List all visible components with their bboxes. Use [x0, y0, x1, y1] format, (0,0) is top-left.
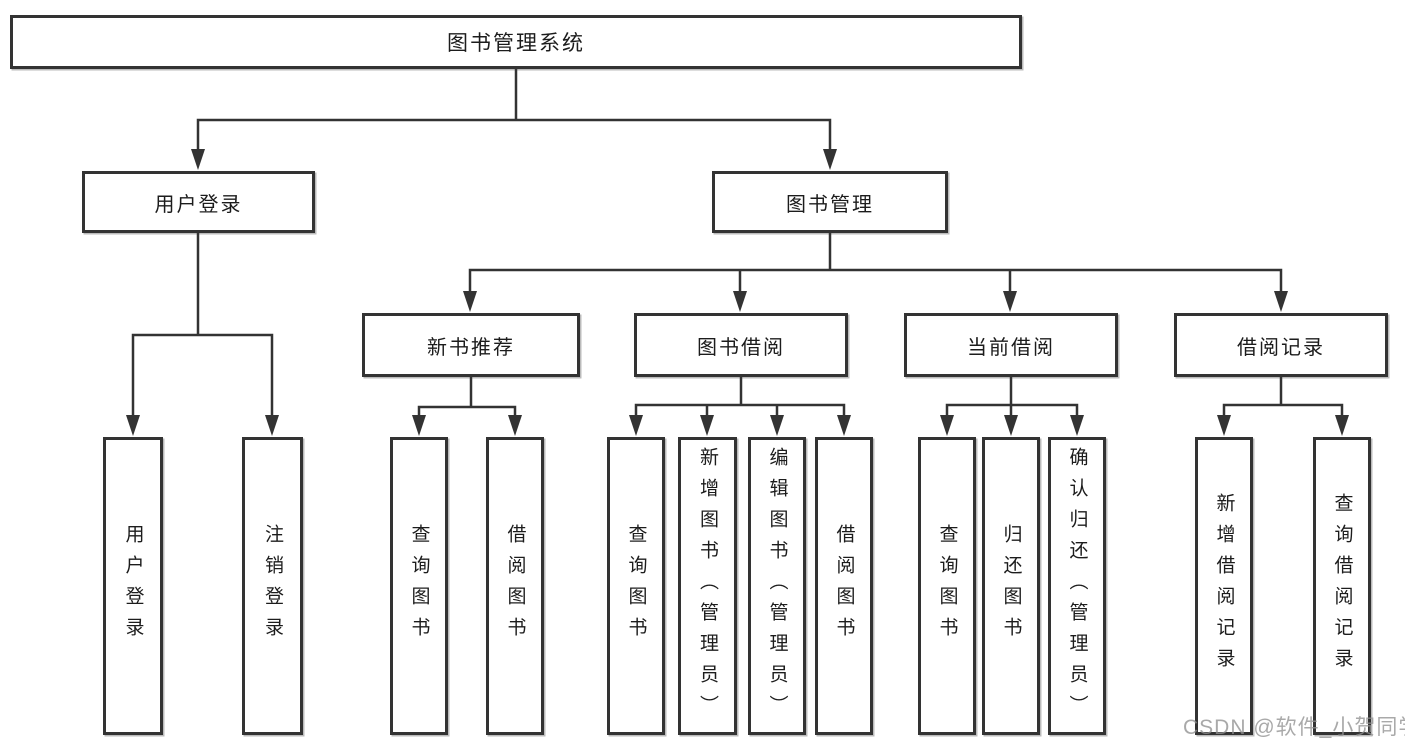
node-label: 用户登录 [154, 193, 243, 216]
node-label: 借阅图书 [833, 524, 855, 648]
leaf-query-books-borrow: 查询图书 [607, 437, 665, 735]
csdn-watermark: CSDN @软件_小贺同学 [1183, 716, 1405, 739]
node-label: 查询图书 [625, 524, 647, 648]
node-label: 新增图书（管理员） [697, 446, 718, 726]
node-label: 注销登录 [262, 524, 283, 648]
leaf-query-books-current: 查询图书 [918, 437, 976, 735]
node-label: 借阅图书 [504, 524, 526, 648]
node-label: 查询借阅记录 [1331, 493, 1353, 679]
leaf-borrow-books: 借阅图书 [815, 437, 873, 735]
node-label: 图书借阅 [697, 336, 785, 359]
leaf-confirm-return-admin: 确认归还（管理员） [1048, 437, 1106, 735]
node-label: 当前借阅 [967, 336, 1055, 359]
node-library-management-system: 图书管理系统 [10, 15, 1022, 69]
node-label: 用户登录 [122, 524, 144, 648]
node-label: 编辑图书（管理员） [766, 446, 788, 726]
node-label: 借阅记录 [1237, 336, 1325, 359]
node-label: 图书管理 [786, 193, 874, 216]
node-label: 图书管理系统 [447, 32, 585, 55]
leaf-borrow-books-recommend: 借阅图书 [486, 437, 544, 735]
node-label: 新书推荐 [427, 336, 515, 359]
leaf-return-book: 归还图书 [982, 437, 1040, 735]
node-user-login: 用户登录 [82, 171, 315, 233]
node-label: 查询图书 [936, 524, 958, 648]
leaf-edit-book-admin: 编辑图书（管理员） [748, 437, 806, 735]
node-label: 确认归还（管理员） [1066, 446, 1088, 726]
leaf-add-borrow-record: 新增借阅记录 [1195, 437, 1253, 735]
node-borrow-records: 借阅记录 [1174, 313, 1388, 377]
node-current-borrow: 当前借阅 [904, 313, 1118, 377]
leaf-user-login: 用户登录 [103, 437, 163, 735]
leaf-query-books-recommend: 查询图书 [390, 437, 448, 735]
node-label: 查询图书 [408, 524, 430, 648]
node-label: 归还图书 [1000, 524, 1022, 648]
leaf-query-borrow-record: 查询借阅记录 [1313, 437, 1371, 735]
node-book-management: 图书管理 [712, 171, 948, 233]
leaf-add-book-admin: 新增图书（管理员） [678, 437, 737, 735]
leaf-logout: 注销登录 [242, 437, 303, 735]
node-new-book-recommend: 新书推荐 [362, 313, 580, 377]
node-book-borrow: 图书借阅 [634, 313, 848, 377]
arrowheads [126, 149, 1349, 436]
node-label: 新增借阅记录 [1213, 493, 1235, 679]
